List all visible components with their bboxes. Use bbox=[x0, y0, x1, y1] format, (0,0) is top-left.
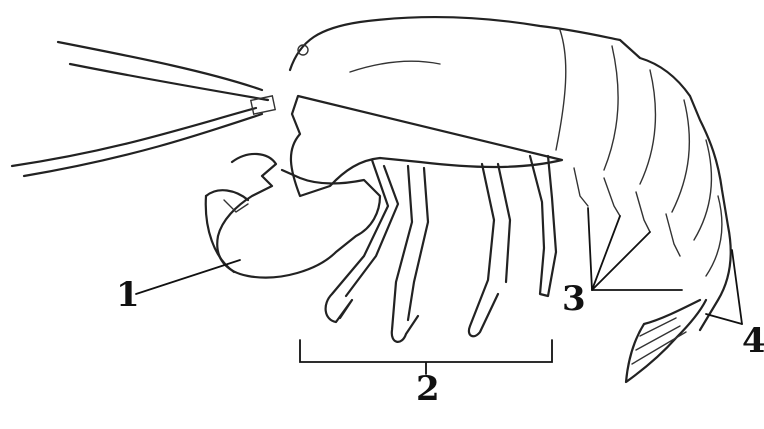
abdomen bbox=[604, 46, 722, 276]
callout-4-label: 4 bbox=[742, 321, 764, 361]
callout-3-label: 3 bbox=[562, 279, 586, 319]
leader-lines bbox=[136, 208, 742, 374]
tail-fan bbox=[626, 300, 706, 382]
walking-legs bbox=[326, 156, 556, 342]
antennae bbox=[12, 42, 275, 176]
callout-2-label: 2 bbox=[416, 369, 440, 409]
callout-1-label: 1 bbox=[116, 275, 140, 315]
